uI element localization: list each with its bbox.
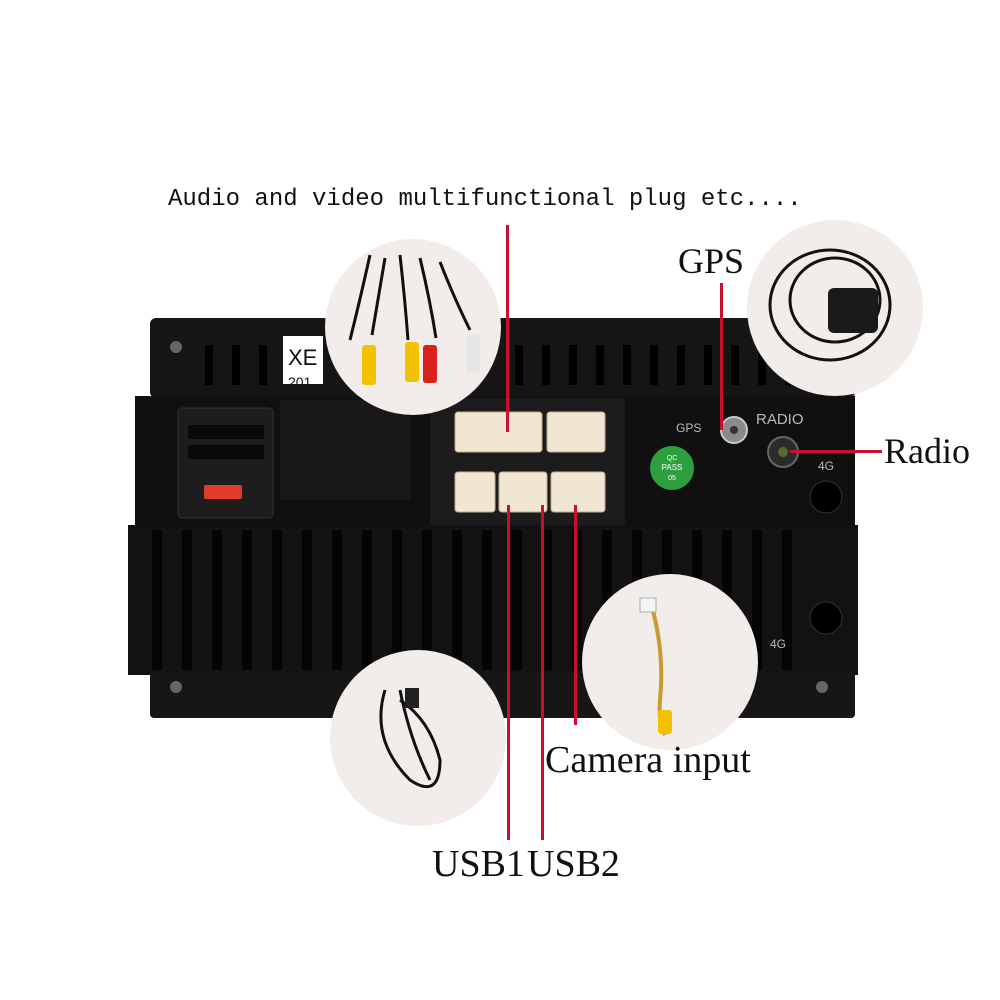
screw-bottom-left	[170, 681, 182, 693]
label-audio-video: Audio and video multifunctional plug etc…	[168, 186, 802, 213]
qc-text-2: PASS	[662, 463, 683, 472]
label-usb2: USB2	[527, 843, 620, 885]
camera-cable-photo	[582, 574, 758, 750]
pointer-line-gps	[720, 283, 723, 430]
av-cable-photo: XE 201	[283, 239, 501, 415]
usb1-connector	[454, 471, 496, 513]
port-4g-bottom-marking: 4G	[770, 637, 786, 651]
gps-port-marking: GPS	[676, 421, 701, 435]
usb-cable-photo	[330, 650, 506, 826]
camera-connector	[550, 471, 606, 513]
radio-port-core	[778, 447, 788, 457]
screw-bottom-right	[816, 681, 828, 693]
sticker-text-1: XE	[288, 345, 317, 370]
label-radio: Radio	[884, 431, 970, 471]
port-4g-upper	[809, 480, 843, 514]
usb2-connector	[498, 471, 548, 513]
label-usb1: USB1	[432, 843, 525, 885]
label-gps: GPS	[678, 241, 745, 281]
unit-top-plate	[150, 318, 855, 398]
radio-port-marking: RADIO	[756, 411, 804, 428]
port-4g-top-marking: 4G	[818, 459, 834, 473]
iso-connector-housing	[177, 407, 274, 519]
iso-pins	[188, 425, 264, 459]
port-4g-lower	[809, 601, 843, 635]
qc-pass-sticker	[650, 446, 694, 490]
qc-text-3: 05	[668, 475, 676, 482]
qc-text-1: QC	[667, 455, 678, 462]
connector-top-right	[546, 411, 606, 453]
pointer-line-radio	[790, 450, 882, 453]
screw-top-left	[170, 341, 182, 353]
fuse	[204, 485, 242, 499]
sticker-text-2: 201	[288, 374, 312, 390]
black-panel	[280, 400, 410, 500]
gps-port-core	[730, 426, 738, 434]
pointer-line-usb1	[507, 505, 510, 840]
pointer-line-camera	[574, 505, 577, 725]
gps-antenna-photo	[747, 220, 923, 396]
av-connector	[454, 411, 543, 453]
label-camera-input: Camera input	[545, 739, 751, 781]
pointer-line-usb2	[541, 505, 544, 840]
pointer-line-av	[506, 225, 509, 432]
